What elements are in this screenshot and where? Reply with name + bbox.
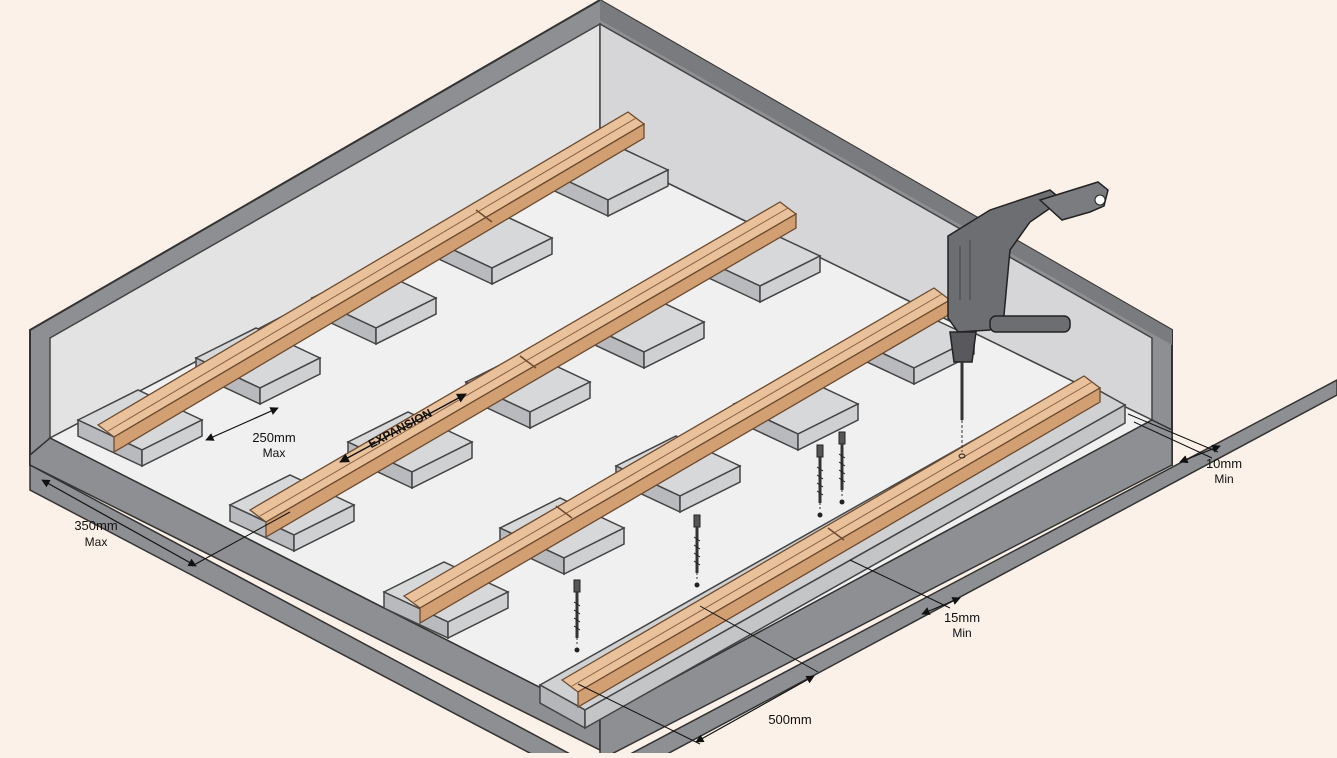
drill-icon: [947, 181, 1109, 459]
gap-350-value: 350mm: [74, 518, 117, 533]
batten-row-1: [96, 111, 646, 454]
gap-500-value: 500mm: [768, 712, 811, 727]
expansion-arrow: [339, 393, 467, 463]
gap-15-value: 15mm: [944, 610, 980, 625]
gap-10-value: 10mm: [1206, 456, 1242, 471]
gap-10-qualifier: Min: [1214, 472, 1233, 486]
gap-15-qualifier: Min: [952, 626, 971, 640]
strip-row-4: [538, 375, 1127, 730]
dimension-250: [205, 407, 279, 441]
dimension-15: [849, 559, 961, 615]
gap-350-qualifier: Max: [85, 535, 108, 549]
dimension-10: [1127, 413, 1221, 464]
dimension-500: [577, 605, 819, 745]
gap-250-qualifier: Max: [263, 446, 286, 460]
dimension-350: [41, 479, 291, 567]
gap-250-value: 250mm: [252, 430, 295, 445]
